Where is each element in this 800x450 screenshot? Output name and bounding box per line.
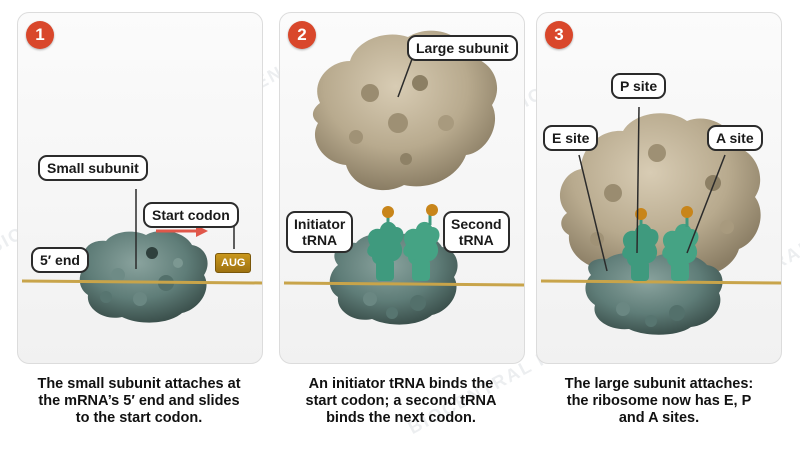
caption-line: An initiator tRNA binds the [308, 376, 494, 392]
panel-step-2: 2 Large subunit Initiator tRNA Second tR… [279, 12, 525, 364]
step-badge-3: 3 [545, 21, 573, 49]
slide-arrow [156, 225, 208, 237]
panel-step-3: 3 E site P site A site [536, 12, 782, 364]
caption-line: The large subunit attaches: [564, 376, 754, 392]
caption-step-2: An initiator tRNA binds the start codon;… [276, 376, 526, 427]
panel-1-illustration [21, 189, 262, 323]
small-subunit [79, 230, 208, 323]
second-trna-label-line2: tRNA [458, 232, 494, 248]
initiator-trna-label: Initiator tRNA [286, 211, 354, 253]
caption-line: the ribosome now has E, P [566, 393, 752, 409]
large-subunit-label: Large subunit [407, 35, 518, 61]
second-trna-label: Second tRNA [443, 211, 510, 253]
five-end-label: 5′ end [31, 247, 89, 273]
panel-step-1: 1 Small subunit Start codon 5′ end AUG [17, 12, 263, 364]
large-subunit-leader [397, 58, 413, 98]
p-site-leader [636, 106, 640, 254]
caption-step-1: The small subunit attaches at the mRNA’s… [14, 376, 264, 427]
initiator-trna-label-line2: tRNA [302, 232, 338, 248]
p-site-label: P site [611, 73, 667, 99]
panel-2-illustration [283, 30, 524, 325]
a-site-label: A site [707, 125, 763, 151]
mrna-strand [540, 279, 781, 285]
caption-line: start codon; a second tRNA [305, 393, 497, 409]
initiator-trna-label-line1: Initiator [294, 216, 346, 232]
p-site-trna [622, 208, 659, 281]
step-badge-2: 2 [288, 21, 316, 49]
step-badge-1: 1 [26, 21, 54, 49]
e-site-leader [578, 154, 608, 272]
aug-codon: AUG [215, 253, 252, 273]
large-subunit [312, 30, 498, 191]
a-site-trna [662, 206, 699, 281]
caption-step-3: The large subunit attaches: the ribosome… [534, 376, 784, 427]
second-trna-label-line1: Second [451, 216, 502, 232]
initiator-trna [367, 206, 404, 281]
panel-3-illustration [540, 106, 781, 335]
caption-line: The small subunit attaches at [37, 376, 241, 392]
small-subunit-label: Small subunit [38, 155, 148, 181]
start-codon-label: Start codon [143, 202, 239, 228]
a-site-leader [686, 154, 726, 254]
caption-line: binds the next codon. [326, 410, 476, 426]
caption-line: the mRNA’s 5′ end and slides [38, 393, 240, 409]
mrna-strand [21, 279, 262, 285]
e-site-label: E site [543, 125, 599, 151]
caption-line: and A sites. [618, 410, 700, 426]
caption-line: to the start codon. [75, 410, 203, 426]
large-subunit [559, 113, 761, 283]
mrna-strand [283, 281, 524, 287]
second-trna [403, 204, 440, 281]
